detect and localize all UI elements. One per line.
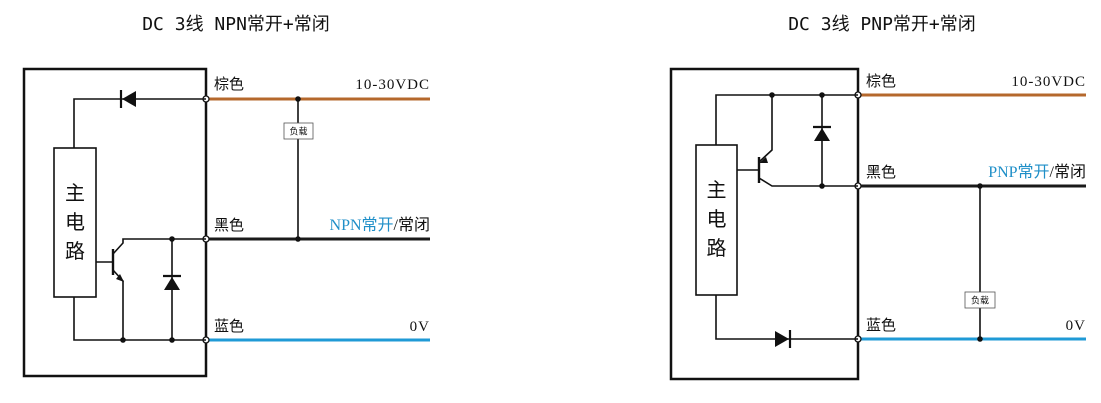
npn-main-char-1: 主 [65, 181, 85, 205]
pnp-load-node-top [977, 183, 983, 189]
pnp-load-label: 负载 [971, 295, 989, 307]
pnp-label-brown: 棕色 [866, 72, 896, 90]
npn-supply-lead [73, 98, 206, 148]
pnp-protect-node-top [819, 92, 825, 98]
npn-load-label: 负载 [289, 126, 307, 138]
pnp-protect-diode [813, 125, 831, 141]
pnp-supply-lead [715, 94, 858, 145]
pnp-main-circuit-box [695, 144, 738, 296]
pnp-ground-lead [715, 295, 858, 340]
npn-title: DC 3线 NPN常开+常闭 [142, 14, 330, 35]
pnp-ground-diode [775, 330, 792, 348]
pnp-zero-volt: 0V [1066, 318, 1086, 334]
npn-label-blue: 蓝色 [214, 317, 244, 335]
pnp-label-blue: 蓝色 [866, 316, 896, 334]
npn-label-brown: 棕色 [214, 75, 244, 93]
pnp-output-type: PNP常开 [988, 163, 1049, 181]
npn-load-box [283, 122, 314, 140]
npn-output-type: NPN常开 [330, 216, 394, 234]
pnp-title: DC 3线 PNP常开+常闭 [788, 14, 976, 35]
pnp-transistor [737, 95, 858, 187]
npn-ground-lead [73, 297, 206, 341]
npn-emitter-node [120, 337, 126, 343]
npn-main-char-2: 电 [65, 210, 85, 234]
npn-label-black: 黑色 [214, 216, 244, 234]
npn-protect-diode [163, 274, 181, 290]
npn-load-node-top [295, 96, 301, 102]
pnp-main-char-3: 路 [707, 236, 727, 260]
npn-protect-node-top [169, 236, 175, 242]
npn-supply-diode [119, 90, 136, 108]
pnp-output-label: PNP常开/常闭 [988, 163, 1086, 181]
npn-sensor-body [22, 67, 208, 378]
pnp-load-node-bottom [977, 336, 983, 342]
pnp-load-box [964, 291, 996, 309]
pnp-diagram: DC 3线 PNP常开+常闭 棕色 黑色 蓝色 10-30VDC PNP常开/常… [669, 14, 1086, 381]
npn-output-label: NPN常开/常闭 [330, 216, 430, 234]
npn-zero-volt: 0V [410, 319, 430, 335]
npn-transistor [96, 238, 206, 340]
npn-output-sep: /常闭 [394, 216, 430, 234]
npn-main-circuit-box [53, 147, 97, 298]
npn-load-node-bottom [295, 236, 301, 242]
npn-diagram: DC 3线 NPN常开+常闭 棕色 黑色 蓝色 10-30VDC NPN常开/常… [22, 14, 430, 378]
pnp-main-char-2: 电 [707, 207, 727, 231]
pnp-output-sep: /常闭 [1050, 163, 1086, 181]
pnp-label-black: 黑色 [866, 163, 896, 181]
pnp-sensor-body [669, 67, 860, 381]
pnp-supply-voltage: 10-30VDC [1011, 74, 1086, 90]
npn-supply-voltage: 10-30VDC [355, 77, 430, 93]
npn-protect-node-bottom [169, 337, 175, 343]
pnp-main-char-1: 主 [707, 178, 727, 202]
npn-main-char-3: 路 [65, 239, 85, 263]
pnp-emitter-node [769, 92, 775, 98]
pnp-protect-node-bottom [819, 183, 825, 189]
